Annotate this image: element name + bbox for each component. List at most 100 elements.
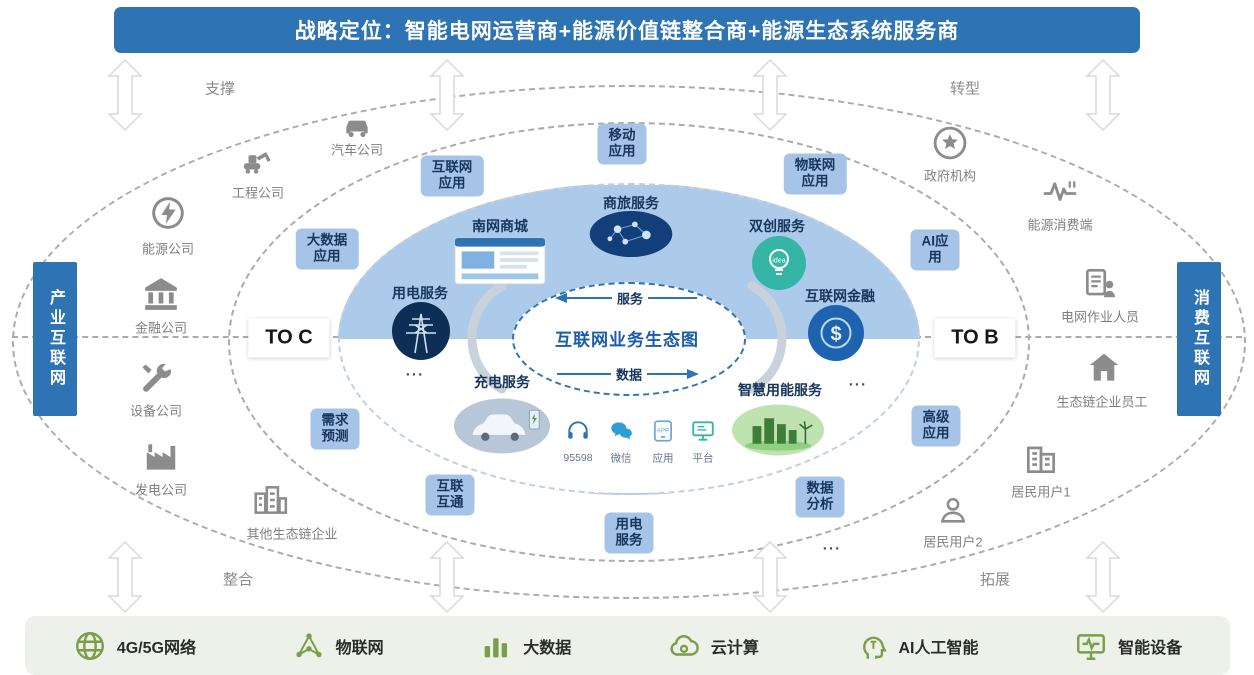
- entity-label-person: 居民用户2: [923, 534, 983, 550]
- tech-item-cloud: 云计算: [667, 629, 759, 663]
- app-icon: APP: [650, 418, 676, 444]
- entity-label-bank: 金融公司: [134, 320, 188, 336]
- energyco-icon: [149, 194, 187, 232]
- factory-icon: [142, 438, 180, 476]
- service-power-image: [391, 301, 451, 361]
- double-arrow-icon: [752, 540, 788, 614]
- buildings2-icon: [1022, 440, 1060, 478]
- ring-tag-6: 需求 预测: [310, 408, 360, 450]
- double-arrow-icon: [429, 58, 465, 132]
- ring-tag-8: 互联 互通: [425, 474, 475, 516]
- tools-icon: [138, 360, 174, 396]
- entity-label-excavator: 工程公司: [231, 185, 285, 201]
- tech-item-ai: AI人工智能: [855, 629, 979, 663]
- svg-text:idea: idea: [772, 258, 785, 265]
- channel-label-platform: 平台: [692, 452, 714, 465]
- double-arrow-icon: [107, 58, 143, 132]
- cycle-arrow-right-icon: [734, 280, 804, 395]
- bank-icon: [142, 275, 180, 313]
- pulse-icon: [1042, 174, 1078, 210]
- car-icon: [341, 110, 373, 142]
- ring-tag-1: 互联网 应用: [420, 155, 484, 197]
- device-icon: [1074, 629, 1108, 663]
- netglobe-icon: [73, 629, 107, 663]
- tech-label: 云计算: [710, 639, 759, 657]
- tech-label: 物联网: [335, 639, 384, 657]
- ring-tag-7: 高级 应用: [911, 405, 961, 447]
- service-label-energy: 智慧用能服务: [738, 382, 822, 398]
- tech-bar: 4G/5G网络 物联网 大数据 云计算 AI人工智能 智能设备: [25, 616, 1230, 675]
- strategy-banner-text: 战略定位：智能电网运营商+能源价值链整合商+能源生态系统服务商: [294, 20, 960, 43]
- tech-item-bigdata: 大数据: [479, 629, 571, 663]
- to-b-label: TO B: [934, 318, 1016, 358]
- tech-item-device: 智能设备: [1074, 629, 1182, 663]
- ellipsis-text: ...: [405, 362, 425, 380]
- ring-tag-5: AI应 用: [910, 229, 960, 271]
- service-label-travel: 商旅服务: [603, 195, 659, 211]
- ellipsis-text: ...: [848, 372, 868, 390]
- ring-tag-4: 大数据 应用: [295, 228, 359, 270]
- tech-label: AI人工智能: [898, 639, 979, 657]
- service-charging-image: [453, 397, 551, 455]
- entity-label-pulse: 能源消费端: [1027, 217, 1093, 233]
- corner-label-integrate: 整合: [222, 571, 254, 589]
- double-arrow-icon: [107, 540, 143, 614]
- service-travel-image: [588, 210, 674, 258]
- entity-label-factory: 发电公司: [134, 482, 188, 498]
- service-label-finance: 互联网金融: [805, 288, 875, 304]
- corner-label-expand: 拓展: [979, 571, 1011, 589]
- entity-label-energyco: 能源公司: [141, 241, 195, 257]
- side-box-industrial-internet: 产业互联网: [33, 262, 77, 416]
- tech-item-netglobe: 4G/5G网络: [73, 629, 196, 663]
- service-innovation-image: idea: [751, 235, 807, 291]
- double-arrow-icon: [1085, 540, 1121, 614]
- ring-tag-10: 数据 分析: [795, 476, 845, 518]
- ai-icon: [855, 629, 889, 663]
- corner-label-support: 支撑: [204, 80, 236, 98]
- entity-label-buildings: 其他生态链企业: [246, 526, 338, 542]
- corner-label-transform: 转型: [949, 80, 981, 98]
- entity-label-worker: 电网作业人员: [1060, 309, 1140, 325]
- tech-item-iot: 物联网: [292, 629, 384, 663]
- channel-label-headset: 95598: [563, 452, 593, 464]
- headset-icon: [565, 418, 591, 444]
- double-arrow-icon: [429, 540, 465, 614]
- service-label-charging: 充电服务: [474, 374, 530, 390]
- tech-label: 4G/5G网络: [116, 639, 196, 657]
- tech-label: 智能设备: [1118, 639, 1183, 657]
- wechat-icon: [608, 418, 634, 444]
- service-flow-label: 服务: [611, 288, 649, 308]
- side-box-consumer-internet: 消费互联网: [1177, 262, 1221, 416]
- entity-label-tools: 设备公司: [129, 403, 183, 419]
- ellipsis-text: ...: [822, 536, 842, 554]
- core-title: 互联网业务生态图: [555, 330, 699, 350]
- data-flow-label: 数据: [610, 364, 648, 384]
- iot-icon: [292, 629, 326, 663]
- entity-label-house: 生态链企业员工: [1056, 394, 1148, 410]
- ring-tag-3: 物联网 应用: [783, 153, 847, 195]
- outer-dashed-ellipse: [12, 85, 1246, 599]
- channel-label-app: 应用: [652, 452, 674, 465]
- bigdata-icon: [479, 629, 513, 663]
- double-arrow-icon: [1085, 58, 1121, 132]
- entity-label-gov: 政府机构: [923, 168, 977, 184]
- service-energy-image: [731, 403, 825, 457]
- service-label-innovation: 双创服务: [749, 218, 805, 234]
- worker-icon: [1081, 264, 1119, 302]
- house-icon: [1085, 349, 1123, 387]
- service-label-mall: 南网商城: [472, 218, 528, 234]
- service-finance-image: $: [807, 304, 865, 362]
- excavator-icon: [239, 141, 277, 179]
- person-icon: [936, 493, 970, 527]
- svg-text:APP: APP: [657, 429, 669, 435]
- cycle-arrow-left-icon: [450, 280, 520, 395]
- entity-label-buildings2: 居民用户1: [1011, 484, 1071, 500]
- inner-dashed-ellipse: [228, 122, 1030, 562]
- ring-tag-9: 用电 服务: [604, 512, 654, 554]
- entity-label-car: 汽车公司: [330, 142, 384, 158]
- svg-text:$: $: [830, 324, 841, 346]
- to-c-label: TO C: [248, 318, 330, 358]
- service-label-power: 用电服务: [392, 285, 448, 301]
- strategy-banner: 战略定位：智能电网运营商+能源价值链整合商+能源生态系统服务商: [114, 7, 1140, 53]
